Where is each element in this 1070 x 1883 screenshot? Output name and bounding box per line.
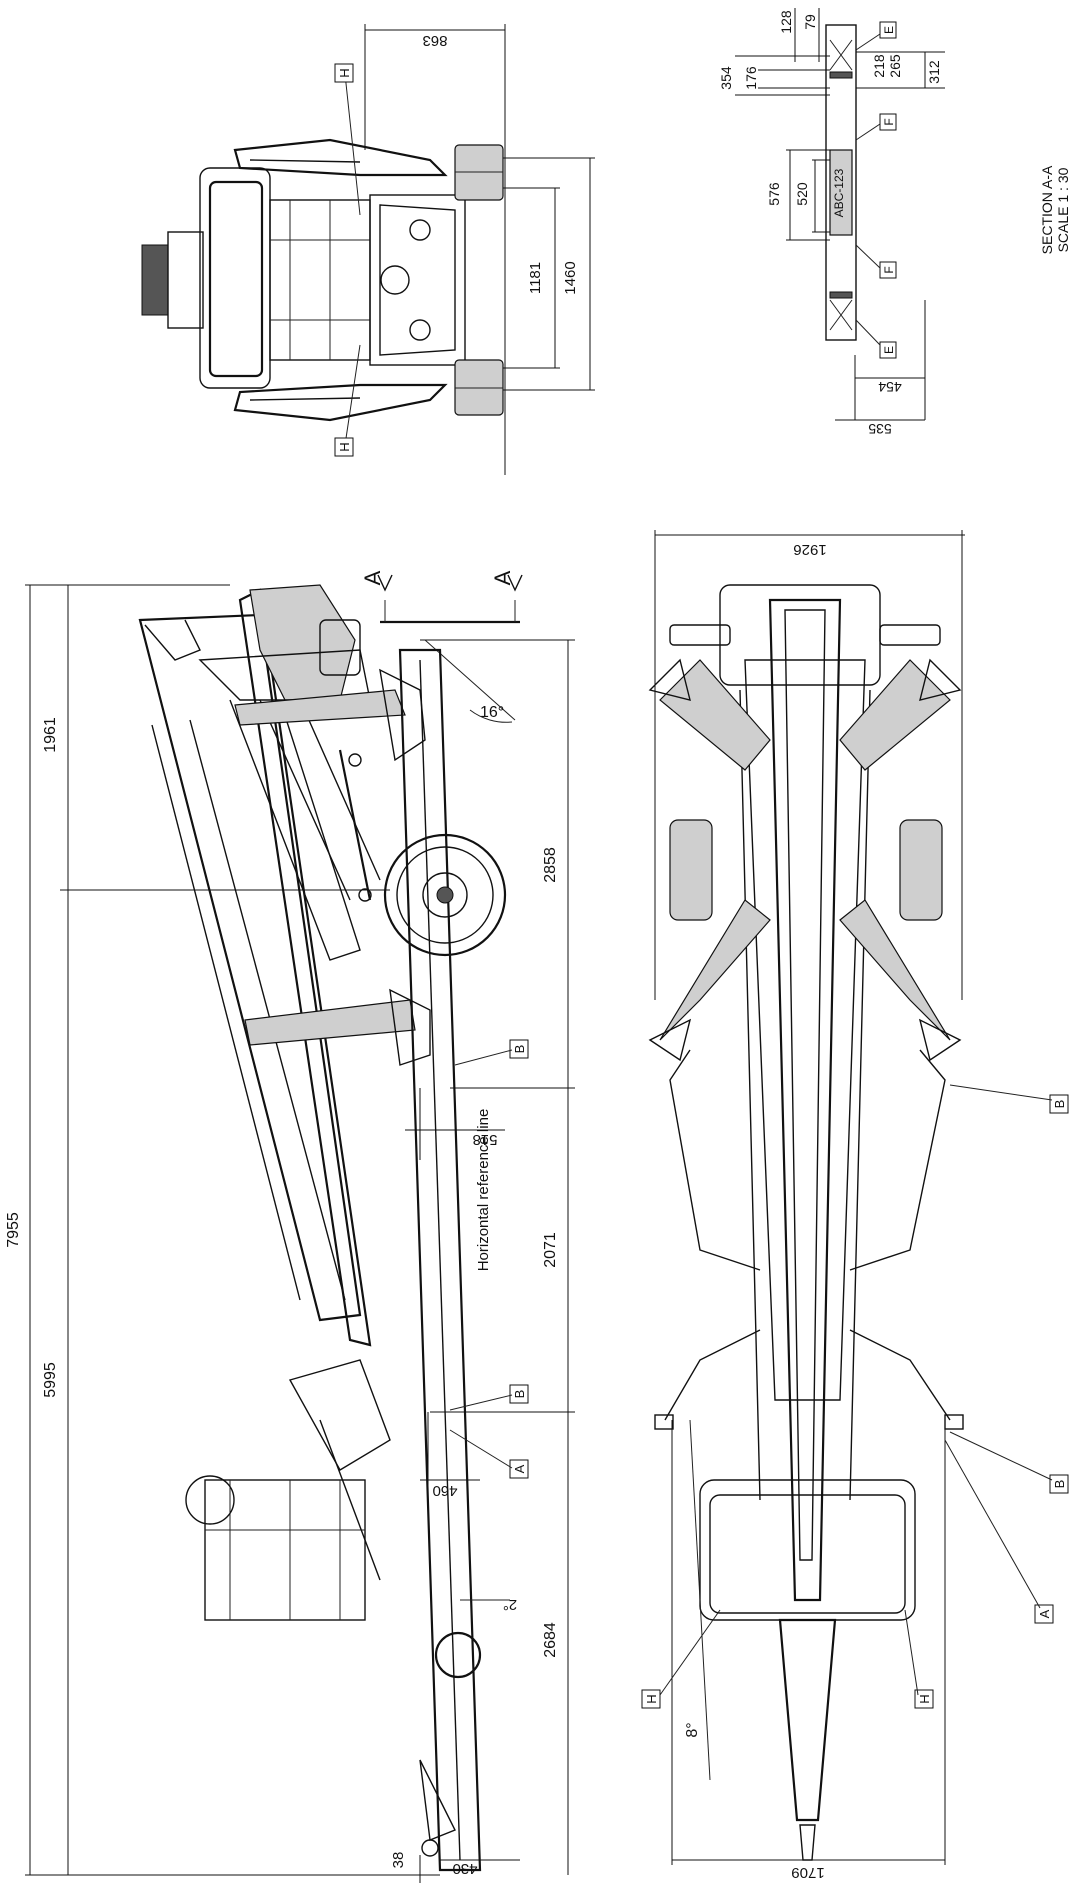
section-dim-218: 218: [871, 54, 887, 78]
section-dim-576: 576: [766, 182, 782, 206]
side-angle-2: 2°: [503, 1596, 517, 1613]
side-dim-2858: 2858: [542, 847, 559, 883]
top-detail-h-right: H: [917, 1694, 932, 1703]
section-title: SECTION A-A: [1039, 165, 1055, 254]
section-dim-454: 454: [878, 379, 902, 395]
side-ref-line: Horizontal reference line: [475, 1109, 492, 1272]
side-dim-518: 518: [472, 1131, 497, 1148]
section-dim-176: 176: [743, 66, 759, 90]
section-dim-535: 535: [868, 421, 892, 437]
section-dim-520: 520: [794, 182, 810, 206]
side-dim-7955: 7955: [5, 1212, 22, 1248]
side-detail-a: A: [512, 1464, 527, 1473]
section-detail-f-bottom: F: [882, 266, 896, 273]
top-detail-h-left: H: [644, 1694, 659, 1703]
side-detail-b-top: B: [512, 1045, 527, 1054]
section-plate-label: ABC-123: [832, 168, 846, 217]
side-detail-b-bottom: B: [512, 1390, 527, 1399]
end-view-dim-1460: 1460: [562, 261, 579, 294]
side-dim-430: 430: [452, 1860, 477, 1877]
side-dim-5995: 5995: [42, 1362, 59, 1398]
section-detail-f-top: F: [882, 118, 896, 125]
section-dim-265: 265: [887, 54, 903, 78]
top-dim-1926: 1926: [793, 541, 826, 558]
section-mark-a-right: A: [490, 570, 515, 585]
section-detail-e-bottom: E: [882, 346, 896, 354]
section-dim-354: 354: [718, 66, 734, 90]
top-detail-a: A: [1037, 1609, 1052, 1618]
end-view-detail-h-top: H: [337, 68, 352, 77]
side-dim-2684: 2684: [542, 1622, 559, 1658]
end-view-detail-h-bottom: H: [337, 442, 352, 451]
side-dim-38: 38: [390, 1852, 407, 1869]
side-dim-1961: 1961: [42, 717, 59, 753]
end-view-dim-863: 863: [422, 32, 447, 49]
section-dim-312: 312: [926, 60, 942, 84]
section-dim-128: 128: [778, 10, 794, 34]
section-scale: SCALE 1 : 30: [1055, 167, 1070, 252]
top-view: 1926 1709: [641, 530, 1069, 1881]
section-a-a-view: ABC-123 128 79 354 176 218 265 312 E E F: [718, 8, 1070, 437]
section-mark-a-left: A: [360, 570, 385, 585]
side-dim-2071: 2071: [542, 1232, 559, 1268]
side-angle-16: 16°: [480, 704, 504, 721]
top-detail-b-right2: B: [1052, 1480, 1067, 1489]
side-dim-460: 460: [432, 1482, 457, 1499]
top-angle-8: 8°: [684, 1722, 701, 1737]
end-view-dim-1181: 1181: [527, 262, 544, 294]
side-view: 7955 1961 5995 2858 2071 2684 A A 16°: [5, 570, 575, 1883]
top-detail-b-right1: B: [1052, 1100, 1067, 1109]
section-dim-79: 79: [802, 14, 818, 30]
section-detail-e-top: E: [882, 26, 896, 34]
end-view: 863 1181 1460: [141, 24, 595, 475]
top-dim-1709: 1709: [791, 1864, 824, 1881]
